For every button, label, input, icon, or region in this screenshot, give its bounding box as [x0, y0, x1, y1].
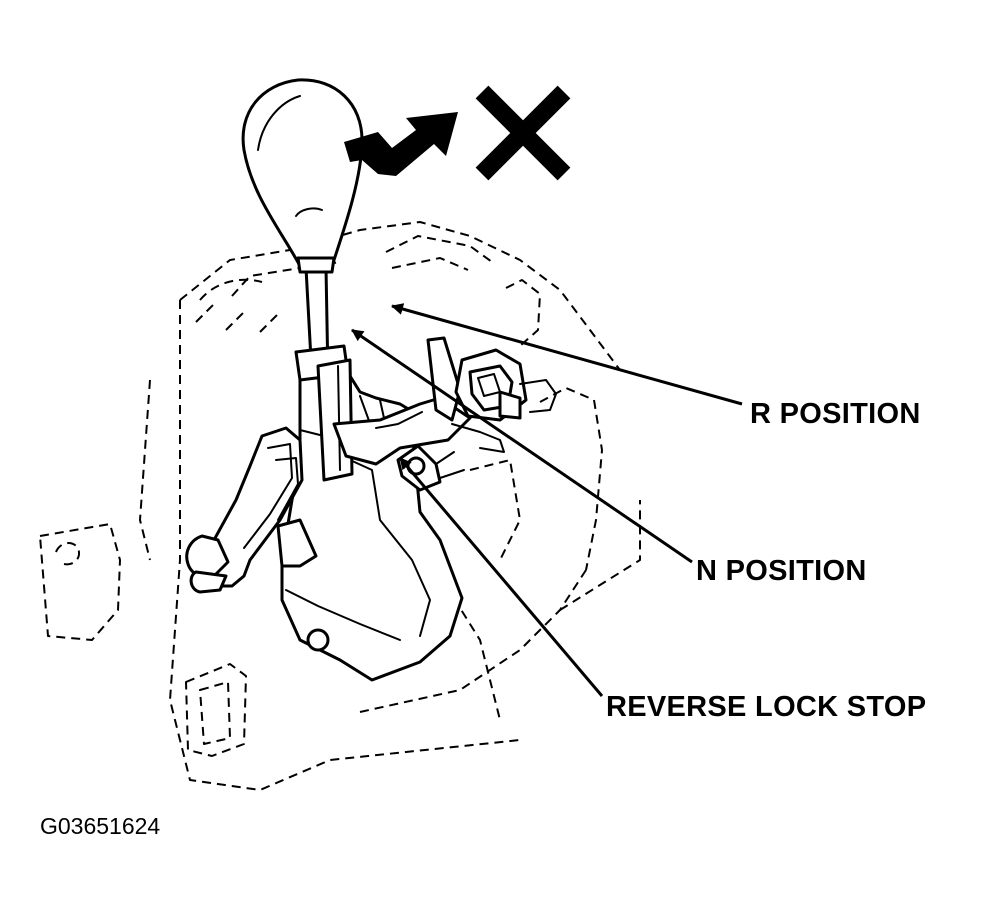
n-position-label: N POSITION [696, 555, 867, 587]
reverse-lock-stop-assembly [332, 336, 557, 492]
figure-id: G03651624 [40, 813, 160, 839]
prohibited-x-icon [475, 85, 571, 181]
detent-plate [185, 426, 304, 594]
reverse-lock-stop-label: REVERSE LOCK STOP [606, 691, 926, 723]
shift-path-arrow-icon [344, 112, 458, 176]
r-position-label: R POSITION [750, 398, 921, 430]
r-position-leader [391, 303, 743, 406]
shift-knob [241, 78, 364, 274]
n-position-leader [351, 328, 693, 564]
reverse-lock-stop-leader [398, 457, 604, 697]
console-housing-outline [39, 221, 641, 791]
